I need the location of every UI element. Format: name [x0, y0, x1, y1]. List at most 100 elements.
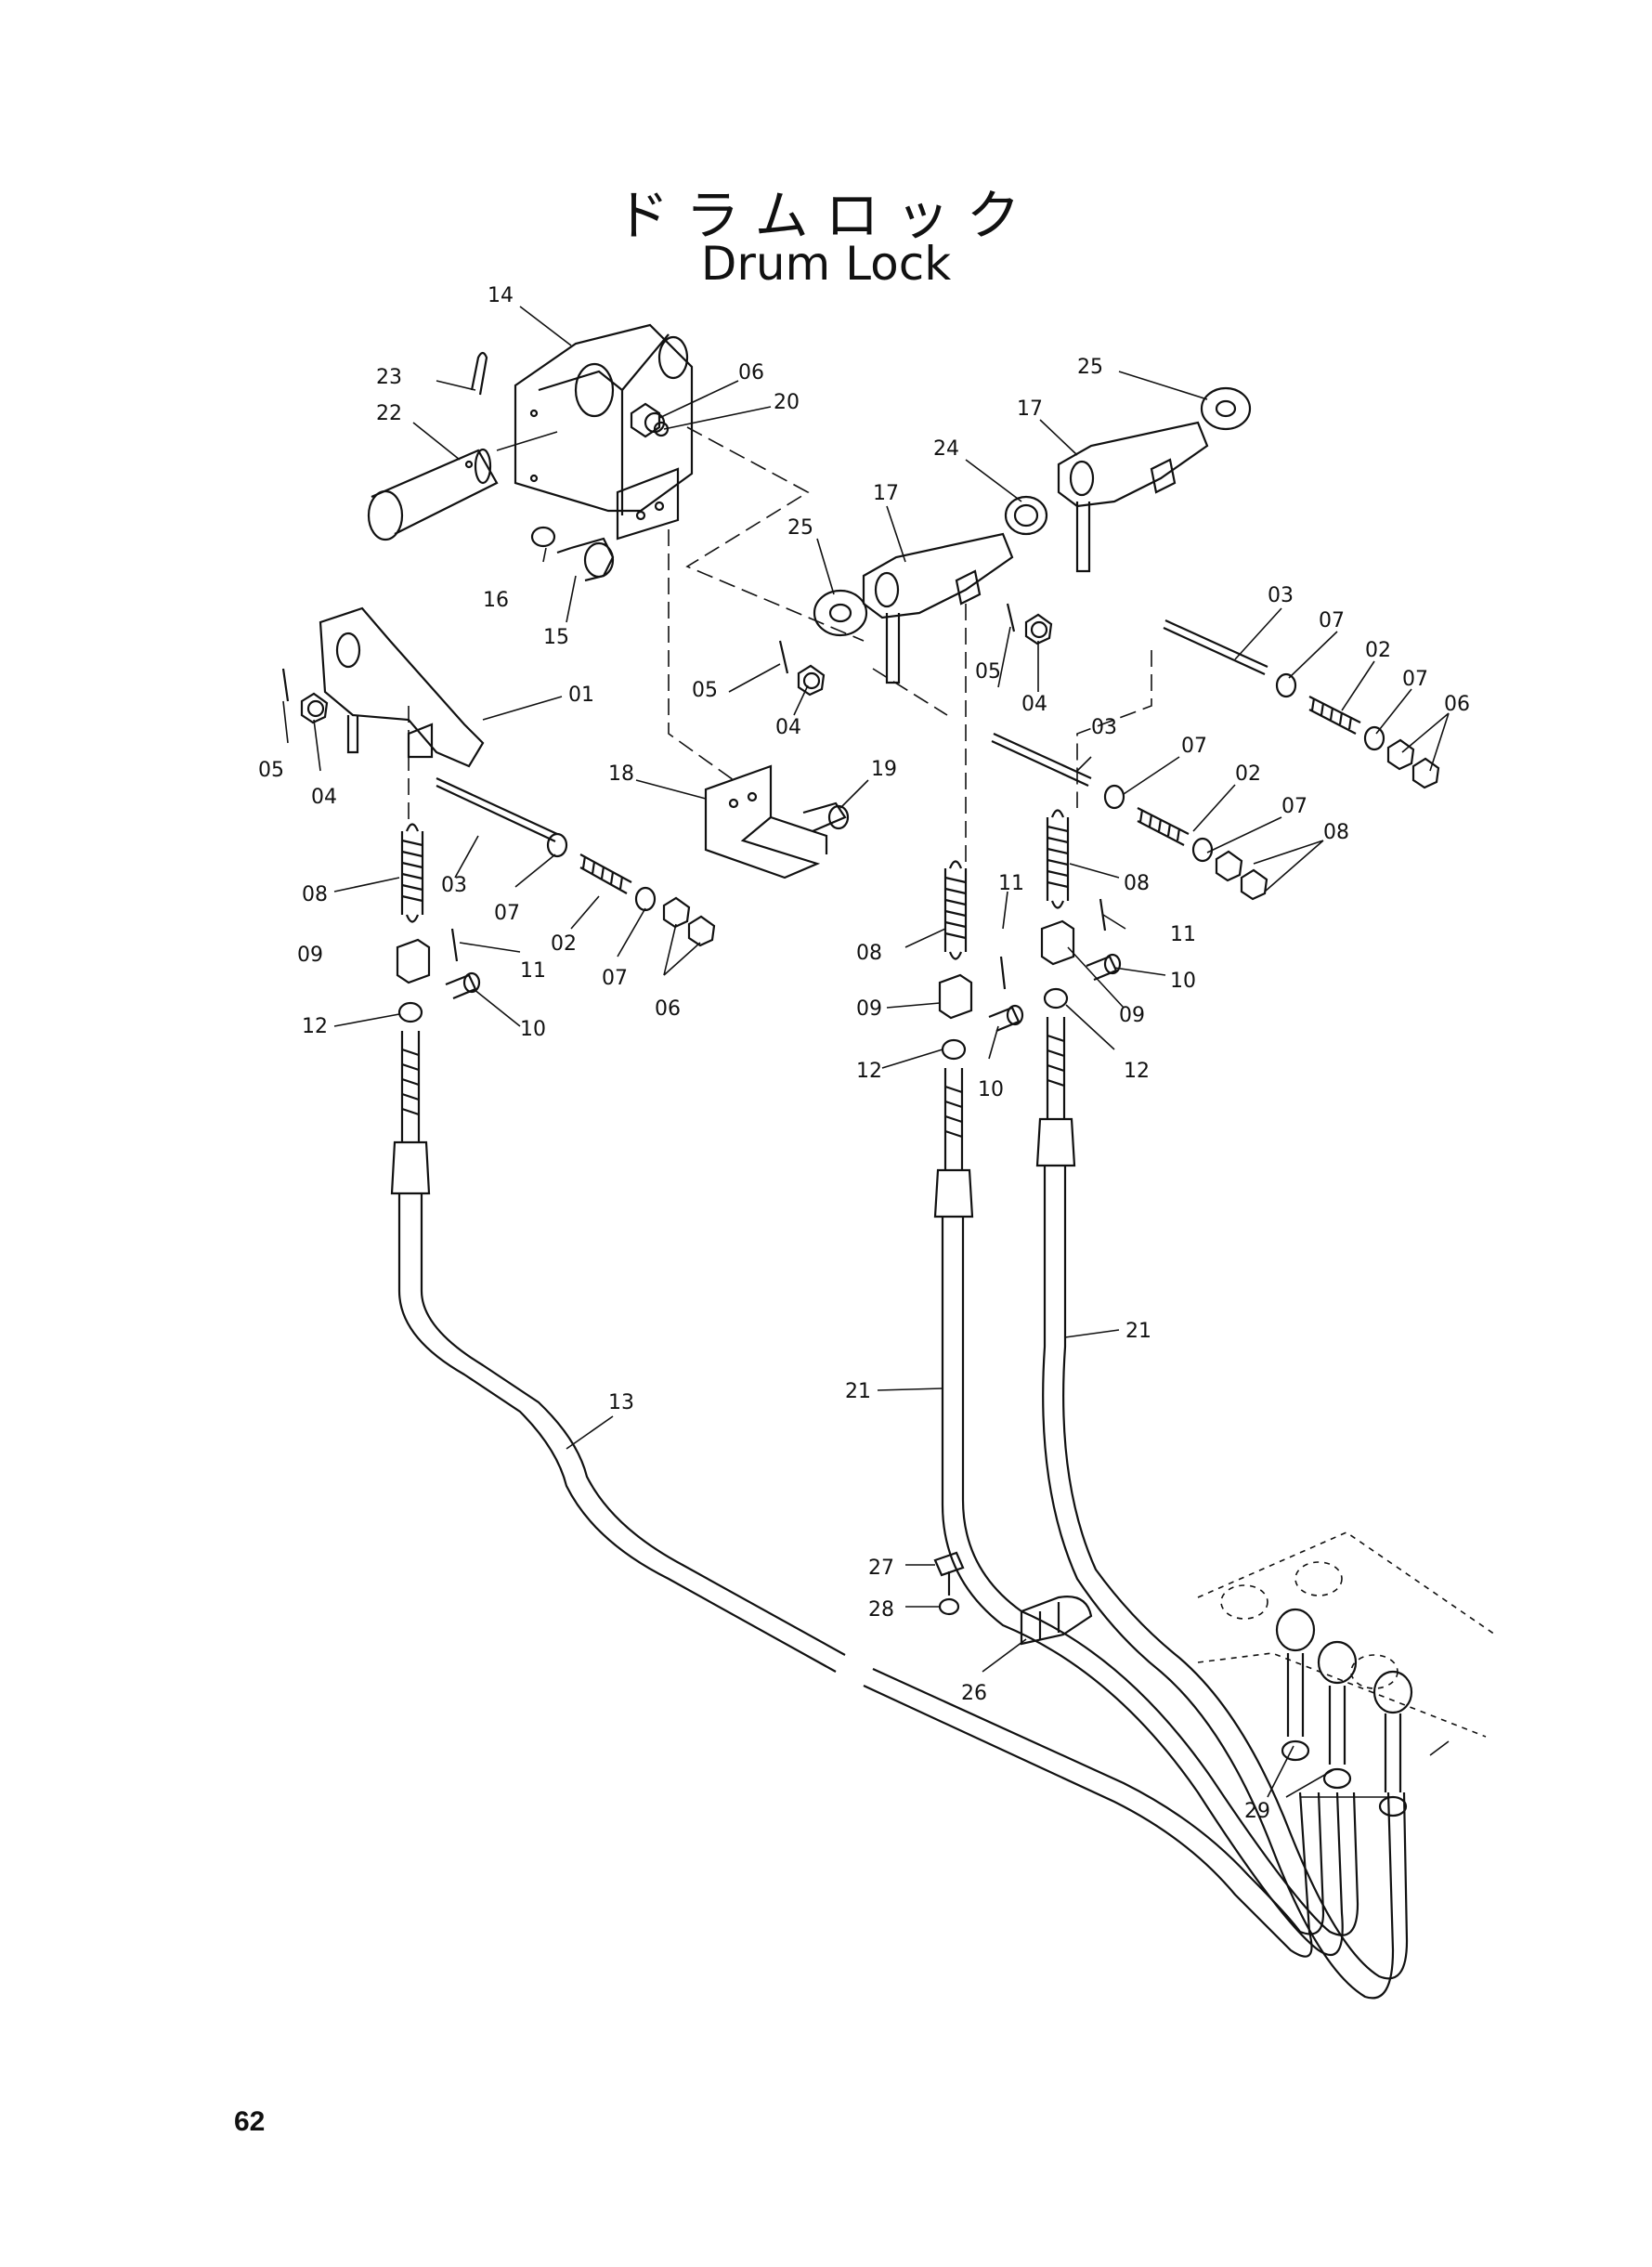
part-02-spring-left	[579, 853, 632, 894]
part-21-cable-right	[1042, 1166, 1409, 2000]
label-01: 01	[568, 684, 594, 707]
part-25-washer-right-hole	[1215, 399, 1237, 418]
part-24-bushing	[1004, 495, 1048, 536]
part-07-washer-right-b	[1363, 725, 1385, 751]
label-06-right: 06	[1444, 693, 1470, 716]
label-25-middle: 25	[787, 516, 813, 540]
label-05-middle: 05	[692, 679, 718, 702]
label-07-right-b: 07	[1402, 668, 1428, 691]
part-08-spring-middle	[943, 860, 968, 960]
label-10-middle: 10	[978, 1078, 1004, 1101]
part-21-cable-middle	[941, 1217, 1359, 1957]
part-04-nut-middle	[797, 664, 826, 697]
part-07-washer-middle-b	[1191, 837, 1214, 863]
label-21-right: 21	[1125, 1320, 1151, 1343]
label-07-middle-a: 07	[1181, 735, 1207, 758]
label-28: 28	[868, 1598, 894, 1622]
part-10-pin-left	[445, 971, 481, 1000]
label-07-left-b: 07	[602, 967, 628, 990]
label-07-left-a: 07	[494, 902, 520, 925]
label-06-bracket: 06	[738, 361, 764, 384]
part-12-nut-right	[1043, 987, 1069, 1010]
label-05-right: 05	[975, 660, 1001, 684]
title-japanese: ドラムロック	[615, 184, 1037, 247]
part-02-spring-right	[1308, 696, 1361, 735]
label-05-left: 05	[258, 759, 284, 782]
label-09-right: 09	[1119, 1004, 1145, 1027]
part-09-clevis-left	[396, 938, 431, 984]
part-05-cotter-right	[1006, 603, 1016, 632]
part-07-washer-left-a	[546, 832, 568, 858]
label-02-left: 02	[551, 932, 577, 956]
part-06-nuts-right	[1386, 738, 1440, 789]
part-25-washer-middle	[813, 589, 868, 637]
label-21-middle: 21	[845, 1380, 871, 1403]
part-04-nut-right	[1024, 613, 1053, 645]
label-07-right-a: 07	[1319, 609, 1345, 632]
part-14-bracket	[514, 323, 694, 541]
label-20: 20	[774, 391, 800, 414]
label-12-left: 12	[302, 1015, 328, 1038]
label-16: 16	[483, 589, 509, 612]
label-04-left: 04	[311, 786, 337, 809]
part-11-cotter-left	[450, 928, 459, 962]
part-03-rod-left	[436, 777, 558, 842]
part-18-bracket	[704, 764, 828, 879]
cable-end-middle	[933, 1068, 974, 1218]
label-25-right: 25	[1077, 356, 1103, 379]
part-07-washer-right-a	[1275, 672, 1297, 698]
part-19-bolt	[802, 801, 850, 833]
part-05-cotter-middle	[778, 640, 789, 674]
part-13-cable	[397, 1193, 1325, 1958]
label-07-middle-b: 07	[1281, 795, 1307, 818]
label-22: 22	[376, 402, 402, 425]
part-06-nut-bracket	[630, 402, 666, 438]
part-11-cotter-middle	[999, 956, 1007, 990]
label-12-right: 12	[1124, 1060, 1150, 1083]
part-08-nuts-middle	[1215, 850, 1268, 901]
label-08-right-spring: 08	[1124, 872, 1150, 895]
label-02-right: 02	[1365, 639, 1391, 662]
part-26-clamp	[1020, 1596, 1093, 1646]
part-28-washer	[938, 1597, 960, 1616]
part-24-bushing-inner	[1013, 503, 1039, 528]
label-10-right: 10	[1170, 970, 1196, 993]
part-09-clevis-middle	[938, 973, 973, 1020]
part-07-washer-middle-a	[1103, 784, 1125, 810]
part-12-nut-middle	[941, 1038, 967, 1061]
label-10-left: 10	[520, 1018, 546, 1041]
label-11-right: 11	[1170, 923, 1196, 946]
label-08-left: 08	[302, 883, 328, 906]
label-03-middle: 03	[1091, 716, 1117, 739]
part-15-bolt	[556, 537, 615, 582]
part-25-washer-right	[1200, 386, 1252, 431]
part-22-pin	[367, 431, 558, 541]
part-04-nut-left	[300, 692, 329, 724]
part-number-labels: 14 23 22 06 20 25 17 24 17 25 16 15 03 0…	[258, 284, 1470, 1823]
label-23: 23	[376, 366, 402, 389]
part-08-spring-right	[1046, 809, 1070, 909]
part-25-washer-middle-hole	[828, 603, 852, 623]
label-13: 13	[608, 1391, 634, 1414]
cable-end-right	[1035, 1017, 1076, 1167]
part-17-lever-right	[1057, 421, 1209, 573]
label-02-middle: 02	[1235, 762, 1261, 786]
part-10-pin-middle	[988, 1004, 1024, 1033]
label-09-left: 09	[297, 944, 323, 967]
part-10-pin-right	[1086, 953, 1122, 982]
leader-lines	[282, 306, 1450, 1798]
label-03-left: 03	[441, 874, 467, 897]
label-14: 14	[488, 284, 514, 307]
part-17-lever-middle	[862, 532, 1014, 684]
part-07-washer-left-b	[634, 886, 657, 912]
assembly-centerlines	[408, 426, 1152, 864]
label-04-right: 04	[1021, 693, 1047, 716]
part-20-washer	[653, 421, 670, 437]
page-number: 62	[234, 2106, 266, 2137]
label-03-right: 03	[1268, 584, 1294, 607]
label-04-middle: 04	[775, 716, 801, 739]
part-11-cotter-right	[1099, 898, 1107, 932]
part-06-nuts-left	[662, 896, 716, 947]
